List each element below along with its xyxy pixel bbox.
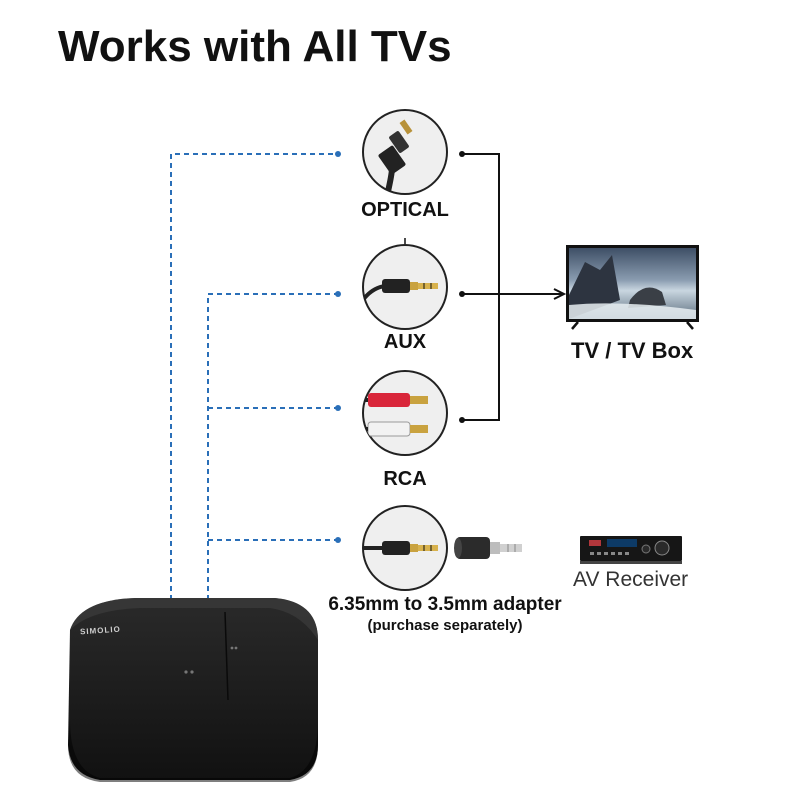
dashed-link-optical — [170, 153, 338, 600]
av-receiver-icon — [580, 536, 682, 564]
dashed-link-dots — [335, 151, 341, 543]
adapter-plug-icon — [362, 505, 448, 591]
optical-plug-icon — [362, 109, 448, 195]
solid-links — [462, 153, 567, 421]
dashed-links — [170, 153, 338, 600]
transmitter-device-icon — [68, 598, 318, 782]
tv-icon — [566, 245, 699, 330]
page-title: Works with All TVs — [58, 22, 452, 71]
label-adapter: 6.35mm to 3.5mm adapter — [328, 594, 562, 615]
aux-plug-icon — [362, 244, 448, 330]
label-av-receiver: AV Receiver — [573, 568, 689, 591]
label-rca: RCA — [383, 468, 427, 490]
label-adapter-note: (purchase separately) — [367, 617, 523, 634]
jack-adapter-icon — [454, 537, 522, 559]
label-aux: AUX — [383, 331, 427, 353]
label-optical: OPTICAL — [361, 199, 449, 221]
label-tv: TV / TV Box — [571, 338, 694, 363]
dashed-link-trunk — [207, 293, 338, 600]
rca-plug-icon — [362, 370, 448, 456]
